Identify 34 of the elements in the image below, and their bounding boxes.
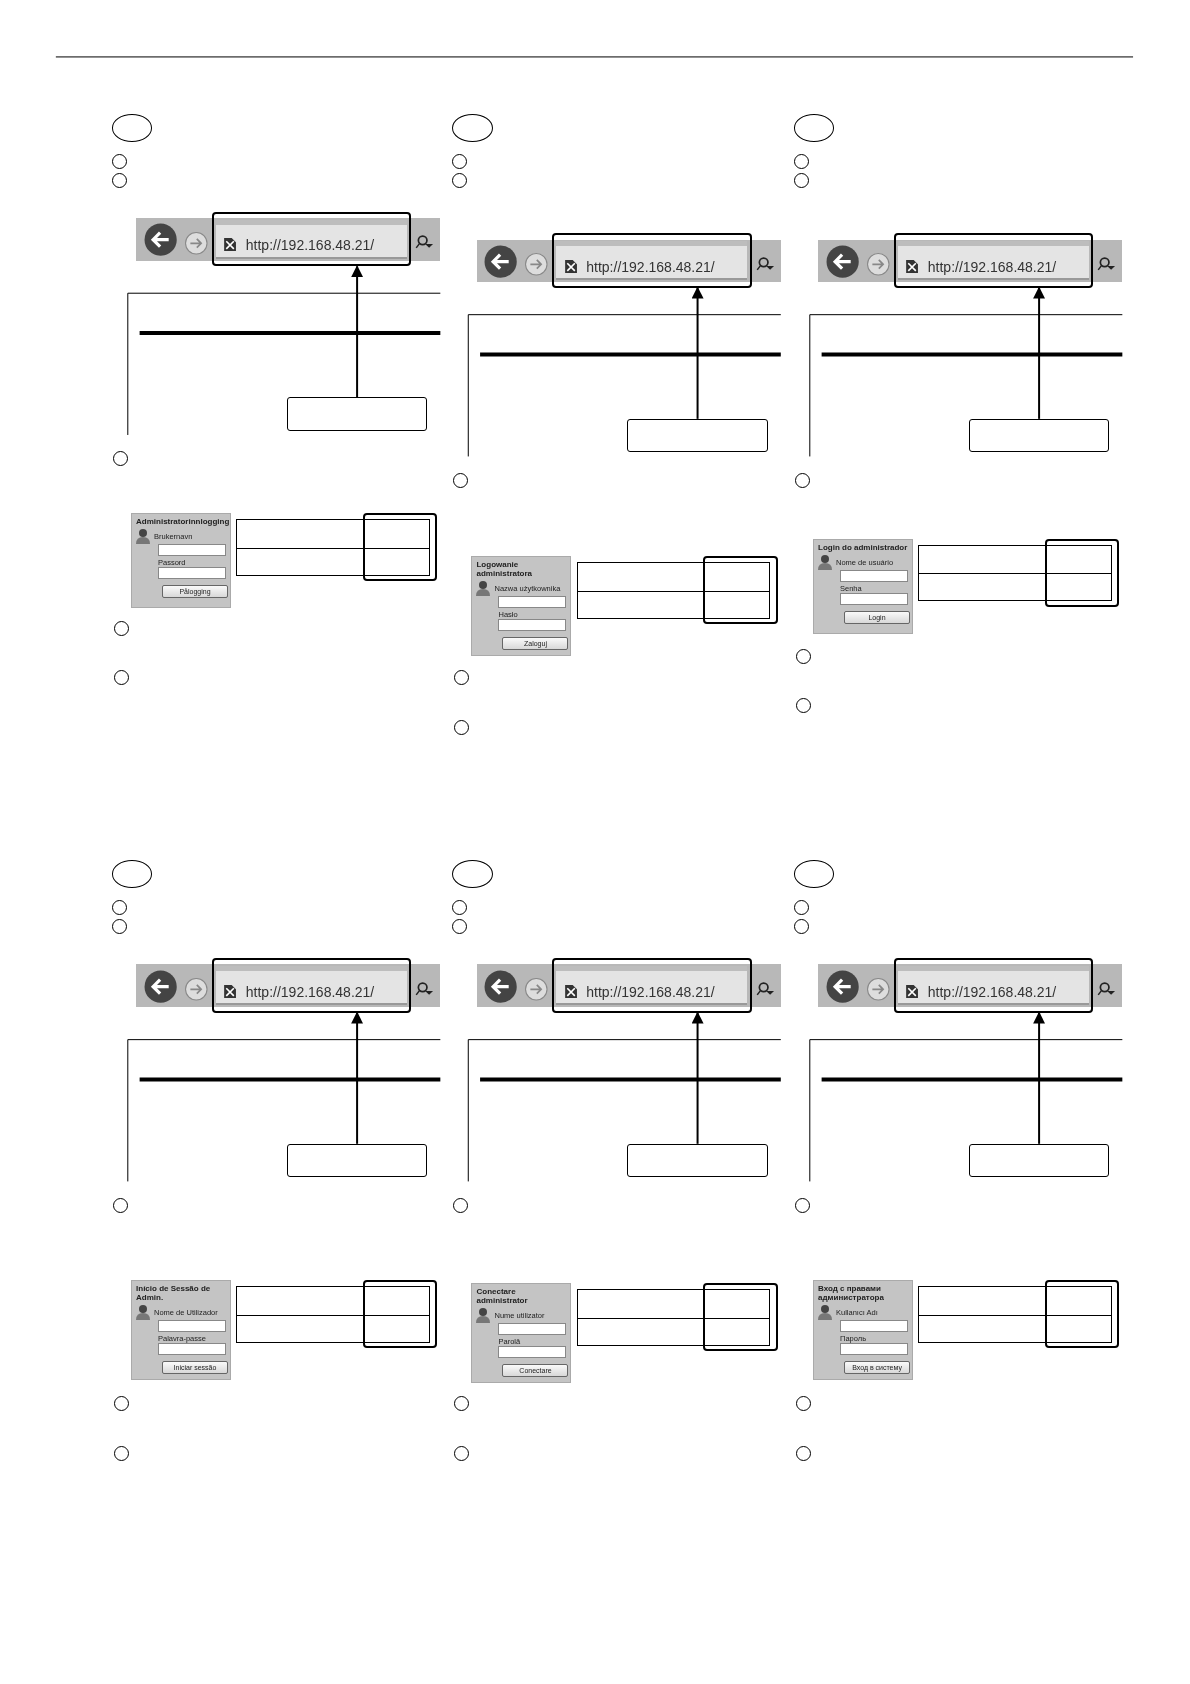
callout-box [968, 1143, 1110, 1178]
callout-box [286, 1143, 428, 1178]
empty-table [576, 1288, 771, 1346]
url-highlight-box [552, 958, 752, 1013]
url-highlight-box [893, 233, 1094, 288]
callout-box [968, 418, 1110, 453]
url-text: http://192.168.48.21/ [245, 983, 375, 1000]
callout-box [286, 397, 428, 431]
dialog-title: Logowanie administratora [476, 560, 534, 579]
arrow [1033, 286, 1046, 420]
empty-table [918, 544, 1112, 602]
dialog-title: Conectare administrator [476, 1287, 529, 1306]
url-text: http://192.168.48.21/ [927, 983, 1057, 1000]
arrow [691, 1011, 704, 1145]
url-highlight-box [211, 211, 412, 267]
arrow [351, 265, 364, 399]
url-highlight-box [552, 233, 752, 288]
url-highlight-box [893, 958, 1094, 1013]
callout-box [627, 1143, 768, 1178]
empty-table [918, 1285, 1112, 1343]
empty-table [576, 561, 771, 619]
dialog-title: Início de Sessão de Admin. [136, 1284, 212, 1303]
callout-box [627, 418, 768, 453]
arrow [1033, 1011, 1046, 1145]
url-text: http://192.168.48.21/ [245, 237, 375, 254]
arrow [691, 286, 704, 420]
url-text: http://192.168.48.21/ [586, 983, 715, 1000]
empty-table [236, 518, 430, 576]
url-highlight-box [211, 958, 412, 1013]
arrow [351, 1011, 364, 1145]
dialog-title: Вход с правами администратора [818, 1284, 885, 1303]
empty-table [236, 1285, 430, 1343]
url-text: http://192.168.48.21/ [586, 258, 715, 275]
url-text: http://192.168.48.21/ [927, 258, 1057, 275]
